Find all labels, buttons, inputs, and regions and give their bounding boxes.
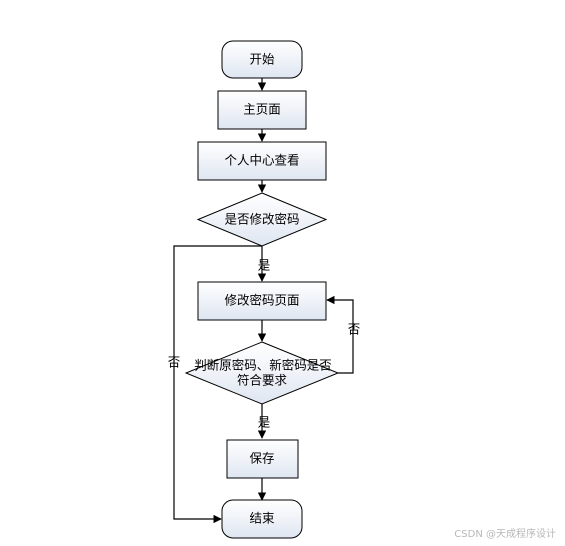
node-profile: 个人中心查看 <box>197 141 327 181</box>
node-save: 保存 <box>226 439 299 479</box>
node-decision-check: 判断原密码、新密码是否 符合要求 <box>184 341 340 405</box>
node-start-shape <box>221 40 303 79</box>
node-home-label: 主页面 <box>243 102 281 117</box>
edge-decision-skip <box>173 245 262 524</box>
node-start-label: 开始 <box>249 52 275 67</box>
node-save-label: 保存 <box>249 451 274 466</box>
node-decision-check-label-1: 判断原密码、新密码是否 <box>194 358 332 373</box>
node-decision-check-label-2: 符合要求 <box>237 373 288 388</box>
node-start: 开始 <box>221 40 303 79</box>
edge-check-retry <box>326 295 354 374</box>
node-modify-page-label: 修改密码页面 <box>224 293 299 308</box>
connectors <box>173 78 354 524</box>
node-modify-page-shape <box>197 281 327 321</box>
node-home: 主页面 <box>217 90 307 130</box>
node-decision-check-shape <box>184 341 340 405</box>
node-end-shape <box>221 499 303 539</box>
node-end-label: 结束 <box>249 511 275 526</box>
node-decision-modify: 是否修改密码 <box>196 192 328 247</box>
edge-label-no-retry: 否 <box>348 322 361 337</box>
node-modify-page: 修改密码页面 <box>197 281 327 321</box>
edge-label-yes-2: 是 <box>258 415 271 430</box>
watermark: CSDN @天成程序设计 <box>454 527 556 540</box>
node-home-shape <box>217 90 307 130</box>
node-decision-modify-shape <box>196 192 328 247</box>
node-profile-shape <box>197 141 327 181</box>
node-end: 结束 <box>221 499 303 539</box>
node-decision-modify-label: 是否修改密码 <box>224 212 299 227</box>
edge-label-yes-1: 是 <box>258 258 271 273</box>
edge-label-no-skip: 否 <box>168 355 181 370</box>
node-profile-label: 个人中心查看 <box>224 153 299 168</box>
node-save-shape <box>226 439 299 479</box>
